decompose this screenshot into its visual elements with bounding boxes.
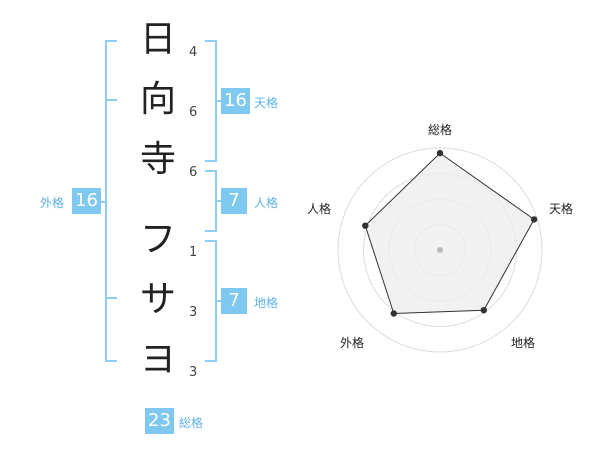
radar-label-chikaku: 地格 (511, 336, 536, 350)
stroke-count-1: 4 (189, 45, 198, 60)
soukaku-value: 23 (145, 408, 174, 434)
radar-label-gaikaku: 外格 (340, 336, 365, 350)
chikaku-label: 地格 (254, 296, 279, 310)
radar-ring-4 (337, 147, 543, 353)
tenkaku-connector (215, 100, 221, 102)
jinkaku-connector (215, 200, 221, 202)
gaikaku-bracket (105, 40, 117, 362)
radar-point-2 (530, 216, 538, 223)
tenkaku-value: 16 (221, 88, 250, 114)
stroke-count-2: 6 (189, 105, 198, 120)
name-char-6: ヨ (139, 339, 176, 380)
stroke-count-5: 3 (189, 305, 198, 320)
gaikaku-tick-upper (105, 99, 117, 101)
radar-point-3 (480, 307, 487, 314)
gaikaku-connector (100, 201, 106, 203)
gaikaku-label: 外格 (40, 196, 65, 210)
radar-center-dot (437, 247, 443, 253)
jinkaku-label: 人格 (254, 196, 279, 210)
name-char-5: サ (139, 279, 176, 320)
name-char-4: フ (139, 219, 176, 260)
chikaku-connector (215, 300, 221, 302)
soukaku-label: 総格 (179, 416, 204, 430)
radar-point-5 (362, 222, 369, 229)
jinkaku-value: 7 (221, 188, 247, 214)
tenkaku-label: 天格 (254, 96, 279, 110)
name-char-1: 日 (139, 19, 176, 60)
radar-point-1 (436, 149, 444, 157)
radar-series-polygon (364, 152, 535, 315)
stroke-count-6: 3 (189, 365, 198, 380)
gaikaku-tick-lower (105, 297, 117, 299)
radar-label-soukaku: 総格 (428, 123, 453, 137)
gaikaku-value: 16 (72, 188, 101, 214)
stroke-count-3: 6 (189, 165, 198, 180)
radar-label-jinkaku: 人格 (307, 202, 332, 216)
name-char-3: 寺 (139, 139, 176, 180)
chikaku-value: 7 (221, 288, 247, 314)
radar-point-4 (390, 310, 397, 317)
radar-label-tenkaku: 天格 (549, 202, 574, 216)
stroke-count-4: 1 (189, 245, 198, 260)
name-char-2: 向 (139, 79, 176, 120)
